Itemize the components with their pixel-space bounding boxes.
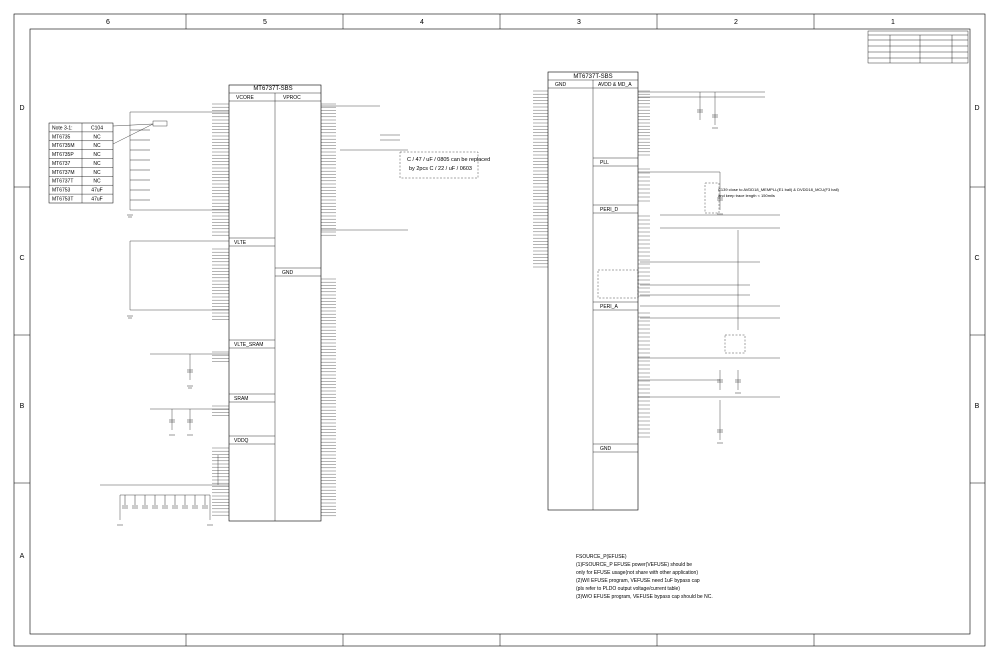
capacitor-symbols	[122, 109, 741, 509]
row-label-d-left: D	[19, 105, 24, 112]
block-gnd-left-chip: GND	[282, 270, 294, 276]
row-label-b-right: B	[975, 403, 980, 410]
note-table-part: MT6737T	[52, 179, 73, 185]
fsource-note-line: (pls refer to PLDO output voltage/curren…	[576, 586, 680, 592]
note-table-part: MT6735	[52, 134, 71, 140]
c139-note-line-1: C139 close to AVDD18_MEMPLL(E1 ball) & D…	[718, 187, 840, 192]
callout-line-2: by 2pcs C / 22 / uF / 0603	[409, 166, 472, 172]
note-table-value: NC	[93, 179, 101, 185]
left-chip-pins	[212, 103, 336, 516]
fsource-note-line: FSOURCE_P(EFUSE)	[576, 554, 627, 560]
left-chip	[228, 84, 322, 522]
c139-note-line-2: and keep trace length < 150mils	[718, 193, 775, 198]
block-vlte-sram: VLTE_SRAM	[234, 342, 263, 348]
block-vcore: VCORE	[236, 95, 254, 101]
row-label-d-right: D	[974, 105, 979, 112]
column-label-5: 5	[263, 19, 267, 26]
note-table-part: MT6737	[52, 161, 71, 167]
right-chip-title: MT6737T-SBS	[573, 74, 612, 80]
note-table-part: MT6753	[52, 188, 71, 194]
note-table-part: MT6753T	[52, 197, 73, 203]
revision-table	[867, 30, 969, 64]
column-label-3: 3	[577, 19, 581, 26]
column-label-4: 4	[420, 19, 424, 26]
block-gnd-top: GND	[555, 82, 567, 88]
note-table-value: 47uF	[91, 188, 102, 194]
fsource-note: FSOURCE_P(EFUSE) (1)FSOURCE_P EFUSE power…	[576, 554, 713, 600]
fsource-note-line: (3)W/O EFUSE program, VEFUSE bypass cap …	[576, 594, 713, 600]
row-label-c-right: C	[974, 255, 979, 262]
block-vddq: VDDQ	[234, 438, 249, 444]
inner-border	[29, 28, 971, 635]
right-chip	[547, 71, 639, 511]
row-label-a-left: A	[20, 553, 25, 560]
row-label-c-left: C	[19, 255, 24, 262]
block-vlte: VLTE	[234, 240, 247, 246]
block-gnd-bottom: GND	[600, 446, 612, 452]
note-table-value: NC	[93, 143, 101, 149]
ground-symbols	[117, 127, 741, 526]
block-peri-d: PERI_D	[600, 207, 618, 213]
note-table-value: 47uF	[91, 197, 102, 203]
block-peri-a: PERI_A	[600, 304, 618, 310]
outer-border	[13, 13, 986, 647]
note-table-part: Note 3-1:	[52, 125, 73, 131]
block-sram: SRAM	[234, 396, 248, 402]
note-table-value: NC	[93, 170, 101, 176]
block-pll: PLL	[600, 160, 609, 166]
fsource-note-line: (2)W/I EFUSE program, VEFUSE need 1uF by…	[576, 578, 700, 584]
column-label-2: 2	[734, 19, 738, 26]
note-table-value: NC	[93, 152, 101, 158]
column-label-1: 1	[891, 19, 895, 26]
callout-line-1: C / 47 / uF / 0805 can be replaced	[407, 157, 490, 163]
block-avdd-md-a: AVDD & MD_A	[598, 82, 632, 88]
fsource-note-line: only for EFUSE usage(not share with othe…	[576, 570, 698, 576]
note-table-part: MT6737M	[52, 170, 75, 176]
fsource-note-line: (1)FSOURCE_P EFUSE power(VEFUSE) should …	[576, 562, 692, 568]
right-chip-pins	[533, 90, 650, 438]
note-table-value: NC	[93, 161, 101, 167]
note-table-part: MT6735P	[52, 152, 74, 158]
note-table-value: NC	[93, 134, 101, 140]
column-label-6: 6	[106, 19, 110, 26]
note-table-value: C104	[91, 125, 103, 131]
note-table	[48, 122, 114, 204]
note-table-part: MT6735M	[52, 143, 75, 149]
block-vproc: VPROC	[283, 95, 301, 101]
row-label-b-left: B	[20, 403, 25, 410]
left-chip-title: MT6737T-SBS	[253, 86, 292, 92]
